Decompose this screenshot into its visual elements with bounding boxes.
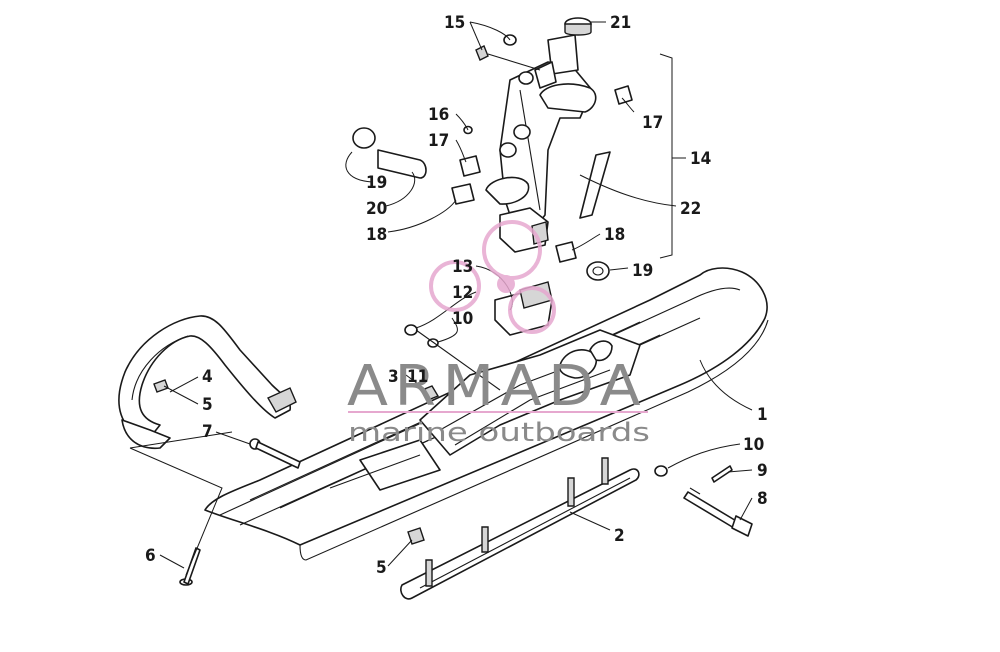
callout-17-left: 17 xyxy=(428,131,449,151)
ski-body xyxy=(204,267,769,561)
spindle xyxy=(485,34,597,236)
callout-7: 7 xyxy=(202,422,213,442)
pin-9 xyxy=(711,465,733,483)
callout-11: 11 xyxy=(407,367,428,387)
ski-loop-handle xyxy=(118,315,297,449)
callout-17-right: 17 xyxy=(642,113,663,133)
callout-21: 21 xyxy=(610,13,631,33)
watermark-tagline: marine outboards xyxy=(348,418,650,448)
decal-22 xyxy=(579,151,611,219)
bushing-18-left xyxy=(451,183,475,205)
nut-11 xyxy=(404,324,501,391)
pivot-block xyxy=(494,207,553,336)
tube-20 xyxy=(352,127,427,179)
bolt-8 xyxy=(683,487,753,537)
bushing-17-right xyxy=(614,85,633,105)
callout-5-upper: 5 xyxy=(202,395,213,415)
callout-labels: 1 2 3 4 5 5 6 7 8 9 10 10 11 12 13 14 15… xyxy=(145,13,768,578)
bushing-17-left xyxy=(459,125,481,177)
spindle-cap xyxy=(564,17,592,36)
armada-circle-logo xyxy=(429,220,556,334)
callout-14: 14 xyxy=(690,149,711,169)
callout-10-left: 10 xyxy=(452,309,473,329)
callout-19-right: 19 xyxy=(632,261,653,281)
washer-10-right xyxy=(654,465,668,477)
watermark-brand: ARMADA xyxy=(347,354,647,419)
callout-2: 2 xyxy=(614,526,625,546)
watermark: ARMADA marine outboards xyxy=(347,220,650,448)
bolt-15 xyxy=(475,34,541,71)
callout-9: 9 xyxy=(757,461,768,481)
callout-6: 6 xyxy=(145,546,156,566)
callout-18-left: 18 xyxy=(366,225,387,245)
wear-bar xyxy=(400,457,640,600)
callout-16: 16 xyxy=(428,105,449,125)
callout-20: 20 xyxy=(366,199,387,219)
callout-1: 1 xyxy=(757,405,768,425)
callout-19-left: 19 xyxy=(366,173,387,193)
callout-5-lower: 5 xyxy=(376,558,387,578)
callout-12: 12 xyxy=(452,283,473,303)
insert-part xyxy=(153,379,169,393)
bolt-7 xyxy=(249,438,301,469)
bushing-18-right xyxy=(555,241,610,281)
callout-15: 15 xyxy=(444,13,465,33)
callout-8: 8 xyxy=(757,489,768,509)
callout-10-right: 10 xyxy=(743,435,764,455)
callout-3: 3 xyxy=(388,367,399,387)
callout-18-right: 18 xyxy=(604,225,625,245)
callout-22: 22 xyxy=(680,199,701,219)
callout-4: 4 xyxy=(202,367,213,387)
callout-13: 13 xyxy=(452,257,473,277)
